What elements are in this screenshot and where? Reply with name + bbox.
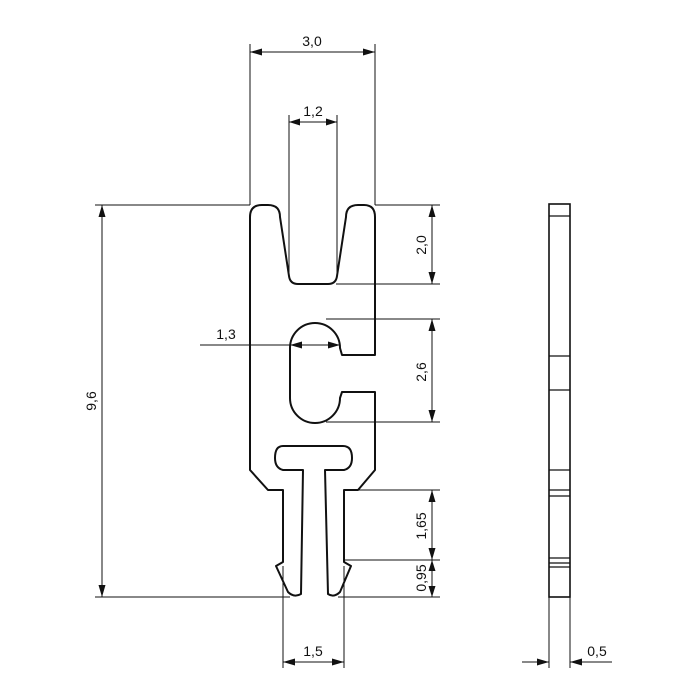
dimension-total-height: 9,6 [83, 204, 290, 598]
dimension-label: 1,3 [216, 326, 236, 342]
dimension-slot-depth: 2,0 [336, 204, 440, 285]
dimension-thickness: 0,5 [522, 597, 612, 668]
dimension-label: 1,5 [303, 643, 323, 659]
dimension-leg-length: 1,65 [344, 489, 440, 561]
side-view-body [548, 203, 571, 598]
dimension-overall-width: 3,0 [249, 33, 376, 205]
dimension-label: 0,5 [587, 643, 607, 659]
dimension-slot-width: 1,2 [288, 103, 338, 276]
dimension-label: 0,95 [413, 564, 429, 591]
dimension-leg-span: 1,5 [282, 566, 345, 668]
side-view [548, 203, 571, 598]
dimension-tip-length: 0,95 [338, 560, 440, 598]
dimension-label: 1,2 [303, 103, 323, 119]
front-view [249, 204, 376, 597]
dimension-hole-height: 2,6 [326, 318, 440, 423]
part-outline [249, 204, 376, 597]
dimension-label: 1,65 [413, 512, 429, 539]
dimension-label: 3,0 [302, 33, 322, 49]
dimension-label: 2,6 [413, 362, 429, 382]
dimension-hole-width: 1,3 [200, 326, 340, 349]
dimension-label: 2,0 [413, 235, 429, 255]
dimension-label: 9,6 [83, 391, 99, 411]
